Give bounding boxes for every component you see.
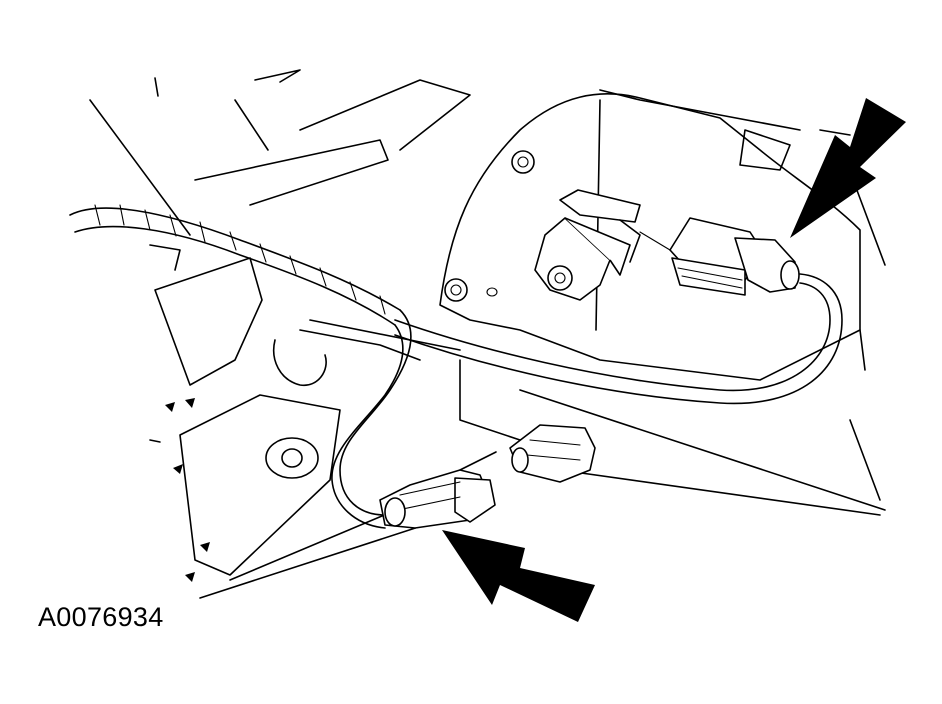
lower-arrow-icon xyxy=(442,530,595,622)
upper-arrow-icon xyxy=(790,98,906,238)
upper-connector xyxy=(639,217,800,296)
vehicle-structure xyxy=(89,69,886,599)
lower-connector-pair xyxy=(379,424,596,529)
figure-id-label: A0076934 xyxy=(38,602,164,632)
sensor-wires xyxy=(331,273,843,529)
mounting-bracket xyxy=(439,93,861,441)
wire-harness xyxy=(69,204,401,326)
upper-sensor xyxy=(534,189,641,301)
callout-arrows xyxy=(442,98,906,622)
lower-plate xyxy=(154,257,461,582)
